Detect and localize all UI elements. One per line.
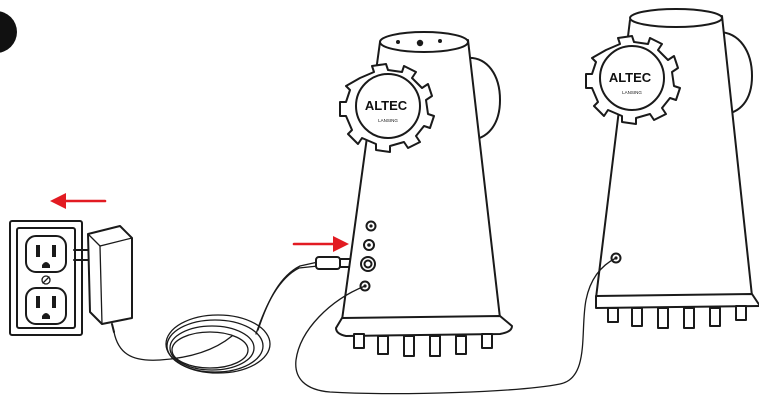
arrow-left-icon — [50, 193, 107, 209]
speaker-left-dial: ALTEC LANSING — [339, 63, 435, 153]
wall-outlet — [9, 220, 83, 336]
power-adapter — [73, 225, 133, 333]
speaker-cable — [295, 257, 617, 395]
speaker-left: ALTEC LANSING — [335, 31, 513, 357]
step-marker — [0, 11, 17, 53]
speaker-left-sub: LANSING — [378, 118, 398, 123]
speaker-right-dial: ALTEC LANSING — [585, 35, 681, 125]
speaker-right-brand: ALTEC — [609, 70, 652, 85]
speaker-right: ALTEC LANSING — [585, 8, 759, 329]
arrow-right-icon — [292, 236, 349, 252]
speaker-left-brand: ALTEC — [365, 98, 408, 113]
speaker-right-sub: LANSING — [622, 90, 642, 95]
